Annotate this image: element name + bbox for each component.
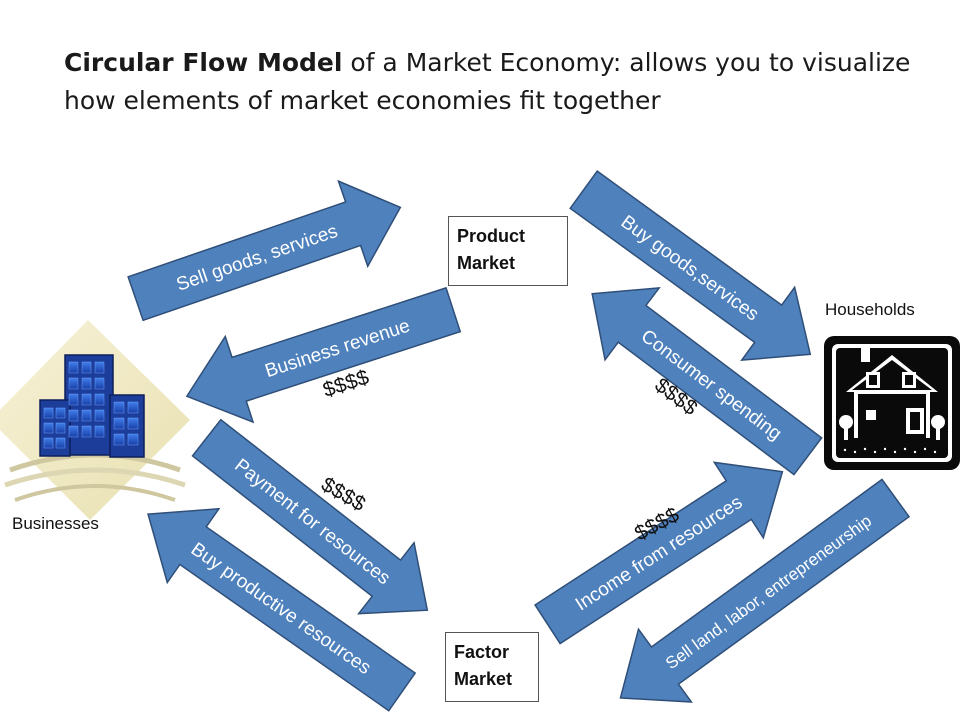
businesses-building-icon <box>0 320 190 520</box>
factor-market-line1: Factor <box>454 642 510 662</box>
arrow-income-resources: Income from resources <box>534 461 784 645</box>
title-rest: of a Market Economy: allows you to visua… <box>64 48 911 115</box>
page-title: Circular Flow Model of a Market Economy:… <box>64 44 924 120</box>
households-house-icon <box>824 336 960 470</box>
product-market-line2: Market <box>457 253 516 273</box>
factor-market-line2: Market <box>454 669 513 689</box>
households-label: Households <box>825 300 915 319</box>
factor-market-box: Factor Market <box>445 632 539 702</box>
product-market-box: Product Market <box>448 216 568 286</box>
title-bold: Circular Flow Model <box>64 48 343 77</box>
businesses-label: Businesses <box>12 514 99 533</box>
product-market-line1: Product <box>457 226 526 246</box>
